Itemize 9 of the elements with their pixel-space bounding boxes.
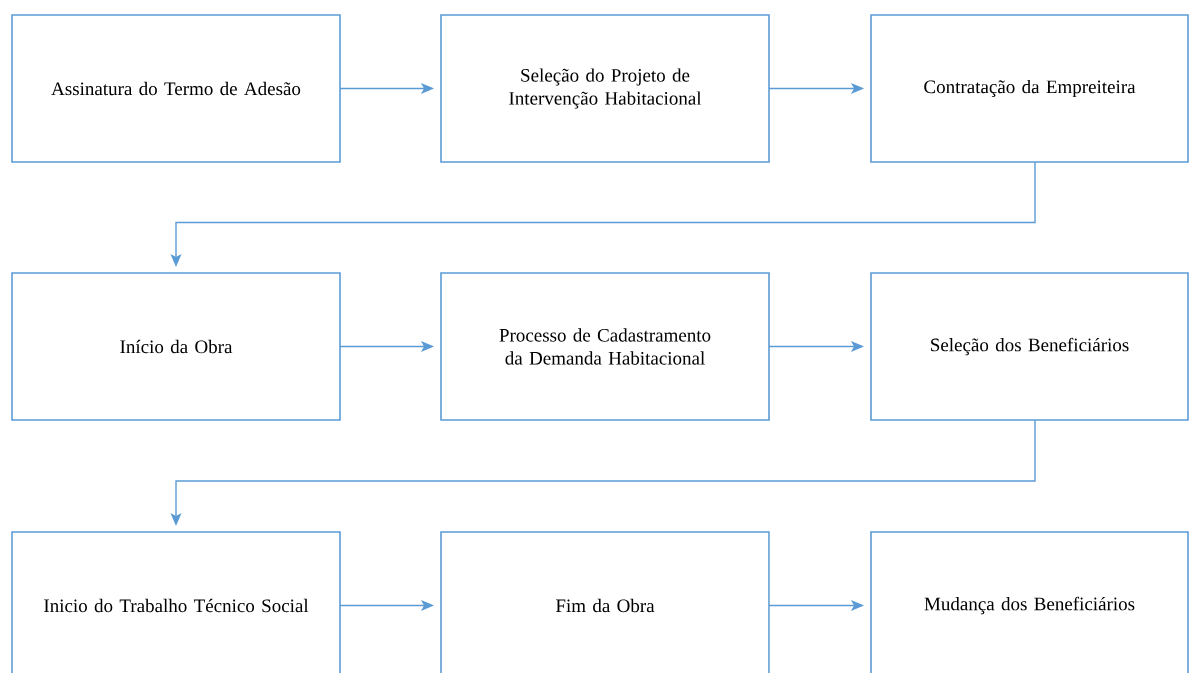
process-box: Contratação da Empreiteira bbox=[870, 14, 1189, 163]
process-box: Processo de Cadastramento da Demanda Habitacional bbox=[440, 272, 770, 421]
process-box: Mudança dos Beneficiários bbox=[870, 531, 1189, 673]
process-box: Inicio do Trabalho Técnico Social bbox=[11, 531, 341, 673]
process-box: Assinatura do Termo de Adesão bbox=[11, 14, 341, 163]
process-box: Seleção do Projeto de Intervenção Habitacional bbox=[440, 14, 770, 163]
process-box: Fim da Obra bbox=[440, 531, 770, 673]
process-box: Início da Obra bbox=[11, 272, 341, 421]
process-box: Seleção dos Beneficiários bbox=[870, 272, 1189, 421]
